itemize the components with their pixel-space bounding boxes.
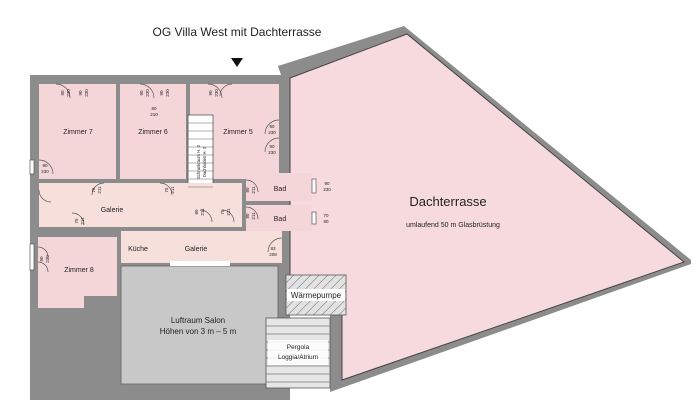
opening-dimension-label: 75 <box>220 209 225 215</box>
opening-dimension-label: 70 <box>323 213 329 218</box>
galerie-upper <box>39 183 242 227</box>
opening-dimension-label: 211 <box>97 186 102 194</box>
opening-dimension-label: 80 <box>151 106 157 111</box>
bad-2-label: Bad <box>274 216 287 223</box>
opening-dimension-label: 80 <box>245 187 250 193</box>
stair-label-left: Schrankraum H. 3 <box>196 144 201 178</box>
opening-dimension-label: 90 <box>324 181 330 186</box>
plan-title: OG Villa West mit Dachterrasse <box>153 25 322 39</box>
opening-dimension-label: 75 <box>164 187 169 193</box>
waermepumpe-label-bg <box>287 289 345 301</box>
dachterrasse-note: umlaufend 50 m Glasbrüstung <box>406 222 500 229</box>
opening-dimension-label: 90 <box>139 90 144 96</box>
opening-dimension-label: 80 <box>323 219 329 224</box>
galerie-lower <box>121 231 282 263</box>
galerie-lower-label: Galerie <box>185 246 208 253</box>
opening-dimension-label: 230 <box>214 89 219 97</box>
opening-dimension-label: 211 <box>170 186 175 194</box>
waermepumpe-label: Wärmepumpe <box>291 291 342 300</box>
opening-dimension-label: 208 <box>269 252 277 257</box>
zimmer-5-label: Zimmer 5 <box>223 129 253 136</box>
opening-dimension-label: 211 <box>200 208 205 216</box>
bad-1-label: Bad <box>274 186 287 193</box>
opening-dimension-label: 90 <box>78 90 83 96</box>
opening-dimension-label: 90 <box>159 90 164 96</box>
dachterrasse-label: Dachterrasse <box>409 194 486 209</box>
loggia-label: Loggia/Atrium <box>278 354 318 361</box>
opening-dimension-label: 90 <box>39 256 44 262</box>
opening-dimension-label: 90 <box>269 144 275 149</box>
stair-label-right: Dachboden H. 2 <box>202 146 207 177</box>
luftraum-label-1: Luftraum Salon <box>171 316 225 325</box>
opening-dimension-label: 230 <box>145 89 150 97</box>
opening-dimension-label: 83 <box>270 246 276 251</box>
opening-dimension-label: 211 <box>251 186 256 194</box>
opening-dimension-label: 75 <box>91 187 96 193</box>
opening-dimension-label: 211 <box>251 212 256 220</box>
opening-dimension-label: 90 <box>208 90 213 96</box>
opening-dimensions: 90 230 90 230 90 230 90 230 80 210 90 23… <box>39 89 331 263</box>
stair-treads <box>188 122 213 188</box>
opening-dimension-label: 211 <box>80 217 85 225</box>
opening-dimension-label: 75 <box>74 218 79 224</box>
opening-dimension-label: 210 <box>150 112 158 117</box>
opening-dimension-label: 230 <box>45 255 50 263</box>
luftraum-salon <box>120 265 279 385</box>
opening-dimension-label: 90 <box>60 90 65 96</box>
pergola-label: Pergola <box>287 344 310 351</box>
luftraum-opening <box>170 261 230 266</box>
zimmer-6-label: Zimmer 6 <box>138 129 168 136</box>
opening-dimension-label: 90 <box>42 163 48 168</box>
galerie-upper-label: Galerie <box>101 207 124 214</box>
direction-arrow-icon <box>231 58 243 67</box>
pergola-label-bg <box>268 340 328 365</box>
bad-2 <box>246 205 312 231</box>
opening-dimension-label: 80 <box>194 209 199 215</box>
zimmer-8-notch <box>38 296 84 308</box>
opening-dimension-label: 230 <box>84 89 89 97</box>
windows <box>29 159 317 271</box>
zimmer-6 <box>120 84 186 179</box>
opening-dimension-label: 230 <box>323 187 331 192</box>
zimmer-8-label: Zimmer 8 <box>64 267 94 274</box>
opening-dimension-label: 230 <box>41 169 49 174</box>
opening-dimension-label: 211 <box>226 208 231 216</box>
opening-dimension-label: 230 <box>165 89 170 97</box>
zimmer-7 <box>39 84 116 179</box>
zimmer-8 <box>38 237 117 296</box>
opening-dimension-label: 90 <box>269 124 275 129</box>
opening-dimension-label: 230 <box>66 89 71 97</box>
door-swings <box>37 83 283 273</box>
zimmer-7-label: Zimmer 7 <box>63 129 93 136</box>
opening-dimension-label: 80 <box>245 213 250 219</box>
opening-dimension-label: 230 <box>268 150 276 155</box>
opening-dimension-label: 230 <box>268 130 276 135</box>
kueche-label: Küche <box>128 246 148 253</box>
luftraum-label-2: Höhen von 3 m – 5 m <box>160 327 237 336</box>
